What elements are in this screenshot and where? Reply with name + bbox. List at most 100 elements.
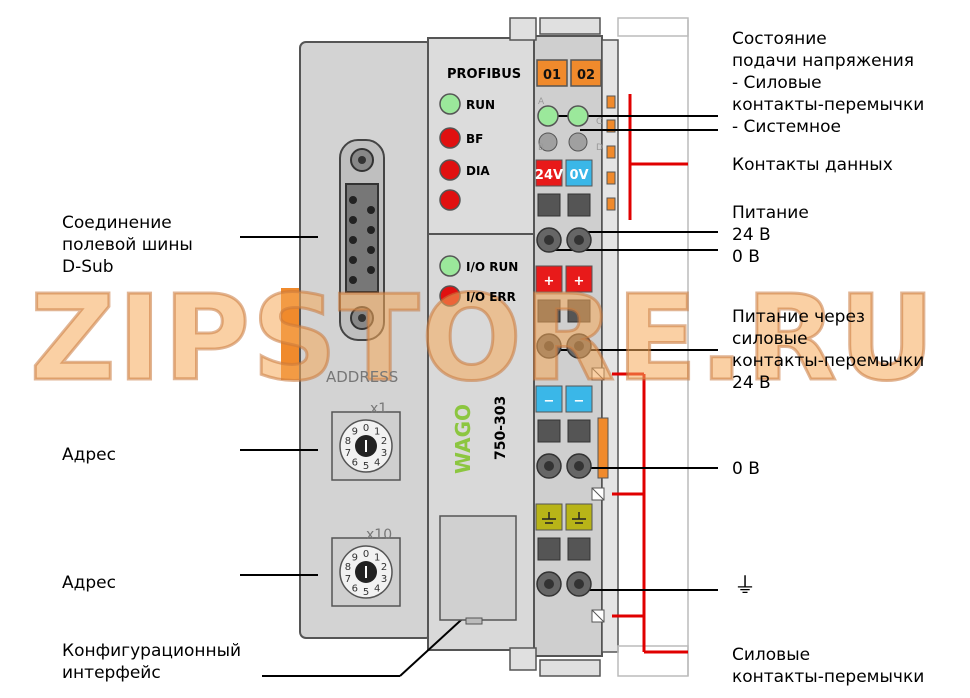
config-interface-port	[439, 515, 517, 621]
terminal-colour-marker	[535, 385, 563, 413]
dsub-pin	[367, 206, 375, 214]
address-label-1: Адрес	[62, 445, 116, 465]
config-interface-label: Конфигурационный интерфейс	[62, 641, 242, 683]
dial-digit: 5	[363, 587, 369, 598]
wire-entry-hole	[574, 235, 584, 245]
wire-entry-hole	[544, 235, 554, 245]
led-label: I/O RUN	[466, 260, 519, 274]
dsub-pin	[349, 196, 357, 204]
terminal-marker-label: +	[544, 274, 555, 289]
terminal-letter: A	[538, 97, 545, 107]
dial-digit: 6	[352, 583, 358, 594]
dial-digit: 4	[374, 583, 380, 594]
led-indicator	[439, 285, 461, 307]
terminal-release	[567, 537, 591, 561]
fieldbus-label: Соединение полевой шины D-Sub	[62, 213, 193, 277]
dsub-pin	[349, 216, 357, 224]
brand-logo: WAGO	[451, 403, 475, 474]
power-supply-label: Питание 24 В 0 В	[732, 203, 809, 267]
jumper-contact-mark	[591, 367, 605, 381]
wire-entry-hole	[574, 461, 584, 471]
dsub-pin	[349, 276, 357, 284]
status-box	[570, 59, 602, 87]
led-label: I/O ERR	[466, 290, 516, 304]
status-box-label: 01	[543, 68, 561, 83]
power-jumper-lines	[612, 94, 688, 654]
jumper-contact-mark	[591, 487, 605, 501]
jumper-contact-mark	[591, 609, 605, 623]
dial-digit: 1	[374, 427, 380, 438]
model-number: 750-303	[493, 395, 509, 460]
wire-entry-hole	[544, 341, 554, 351]
led-label: DIA	[466, 164, 490, 178]
dial-digit: 2	[381, 436, 387, 447]
terminal-letter: B	[538, 143, 544, 153]
power-jumpers-label: Силовые контакты-перемычки	[732, 645, 925, 687]
bus-name: PROFIBUS	[447, 67, 522, 82]
dial-digit: 8	[345, 562, 351, 573]
wire-entry-hole	[544, 461, 554, 471]
data-contacts-label: Контакты данных	[732, 155, 893, 175]
dsub-pin	[367, 226, 375, 234]
zero-v-label: 0 В	[732, 459, 760, 479]
dsub-pin	[349, 256, 357, 264]
led-label: BF	[466, 132, 484, 146]
led-indicator	[439, 189, 461, 211]
voltage-status-label: Состояние подачи напряжения - Силовые ко…	[732, 29, 925, 137]
wire-entry-hole	[574, 579, 584, 589]
dial-digit: 3	[381, 574, 387, 585]
dial-digit: 9	[352, 553, 358, 564]
terminal-marker-label: 0V	[569, 168, 588, 183]
wire-entry-hole	[544, 579, 554, 589]
terminal-letter: D	[596, 143, 603, 153]
led-indicator	[439, 127, 461, 149]
dial-digit: 6	[352, 457, 358, 468]
terminal-colour-marker	[535, 265, 563, 293]
wire-entry-hole	[574, 341, 584, 351]
terminal-colour-marker	[565, 265, 593, 293]
led-indicator	[439, 159, 461, 181]
power-via-jumpers-label: Питание через силовые контакты-перемычки…	[732, 307, 925, 393]
dial-digit: 1	[374, 553, 380, 564]
dsub-pin	[367, 246, 375, 254]
data-contact-tabs	[597, 95, 616, 479]
terminal-marker-label: −	[544, 394, 555, 409]
terminal-release	[567, 299, 591, 323]
status-led-off	[538, 132, 558, 152]
terminal-marker-label: +	[574, 274, 585, 289]
terminal-colour-marker	[565, 385, 593, 413]
x10-caption: x10	[366, 527, 393, 543]
terminal-letter: C	[596, 117, 602, 127]
terminal-release	[567, 419, 591, 443]
terminal-release	[537, 299, 561, 323]
dial-digit: 0	[363, 549, 369, 560]
address-caption: ADDRESS	[326, 368, 399, 386]
terminal-colour-marker	[535, 159, 563, 187]
dial-digit: 8	[345, 436, 351, 447]
status-box	[536, 59, 568, 87]
dial-digit: 3	[381, 448, 387, 459]
dial-digit: 0	[363, 423, 369, 434]
x1-caption: x1	[370, 401, 388, 417]
terminal-release	[537, 193, 561, 217]
terminal-marker-label: 24V	[535, 168, 563, 183]
ground-icon: ⏚	[734, 574, 757, 599]
led-indicator	[439, 255, 461, 277]
status-led-off	[568, 132, 588, 152]
dial-digit: 5	[363, 461, 369, 472]
dial-digit: 4	[374, 457, 380, 468]
address-label-2: Адрес	[62, 573, 116, 593]
dsub-pin	[349, 236, 357, 244]
dsub-pin	[367, 266, 375, 274]
system-status-led	[567, 105, 589, 127]
terminal-release	[567, 193, 591, 217]
terminal-release	[537, 537, 561, 561]
dial-digit: 7	[345, 448, 351, 459]
led-indicator	[439, 93, 461, 115]
led-label: RUN	[466, 98, 496, 112]
terminal-colour-marker	[535, 503, 563, 531]
dial-digit: 9	[352, 427, 358, 438]
power-status-led	[537, 105, 559, 127]
dsub-connector-icon	[339, 139, 385, 341]
